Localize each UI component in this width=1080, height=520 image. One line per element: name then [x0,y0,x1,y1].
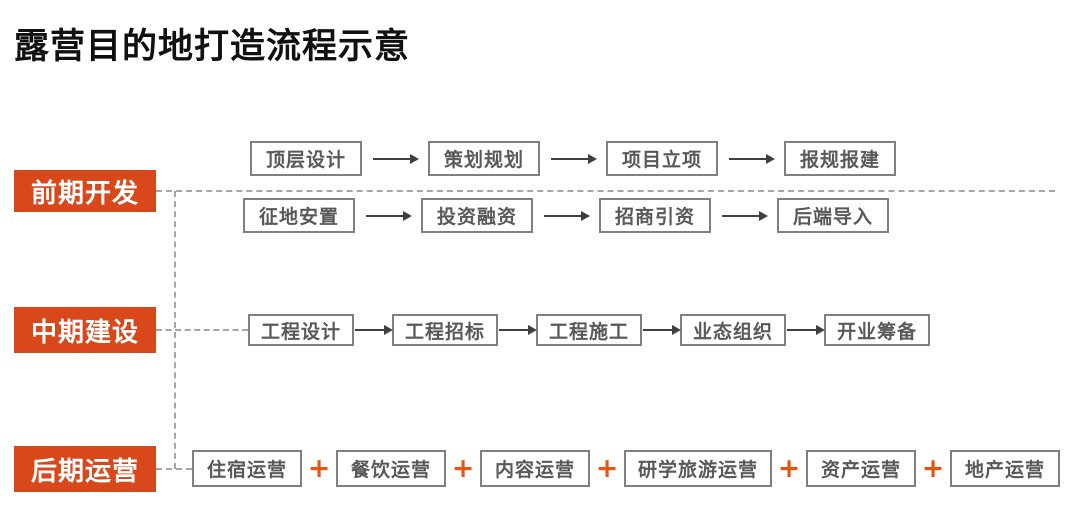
process-step-box: 餐饮运营 [336,450,446,487]
phase-label-late-operation: 后期运营 [14,446,156,492]
process-step-box: 地产运营 [950,450,1061,487]
process-step-box: 住宿运营 [192,450,302,487]
process-step-box: 项目立项 [606,141,719,176]
process-step-box: 内容运营 [480,450,590,487]
process-step-box: 资产运营 [806,450,917,487]
process-row-phase2: 工程设计 工程招标 工程施工 业态组织 开业筹备 [248,314,931,346]
plus-icon: + [777,453,801,484]
process-step-box: 研学旅游运营 [624,450,773,487]
process-step-box: 报规报建 [784,141,897,176]
process-step-box: 后端导入 [777,198,890,233]
arrow-right-icon [718,153,784,165]
dashed-connector-phase2-horizontal [156,329,248,331]
arrow-right-icon [711,210,777,222]
dashed-connector-phase1-horizontal [156,190,1055,192]
process-step-box: 招商引资 [599,198,712,233]
process-step-box: 开业筹备 [824,314,931,346]
process-row-phase1-top: 顶层设计 策划规划 项目立项 报规报建 [250,141,897,176]
plus-icon: + [451,453,475,484]
page-title: 露营目的地打造流程示意 [14,27,411,67]
process-step-box: 业态组织 [680,314,787,346]
arrow-right-icon [533,210,599,222]
process-step-box: 工程设计 [248,314,355,346]
plus-icon: + [307,453,331,484]
plus-icon: + [595,453,619,484]
dashed-connector-phase3-horizontal [156,468,192,470]
arrow-right-icon [355,210,421,222]
arrow-right-icon [362,153,428,165]
arrow-right-icon [642,324,682,336]
plus-icon: + [921,453,945,484]
arrow-right-icon [540,153,606,165]
arrow-right-icon [786,324,826,336]
process-row-phase3: 住宿运营+餐饮运营+内容运营+研学旅游运营+资产运营+地产运营 [192,450,1061,487]
process-step-box: 顶层设计 [250,141,363,176]
arrow-right-icon [354,324,394,336]
phase-label-early-development: 前期开发 [14,170,156,212]
process-row-phase1-bottom: 征地安置 投资融资 招商引资 后端导入 [243,198,890,233]
process-step-box: 征地安置 [243,198,356,233]
arrow-right-icon [498,324,538,336]
process-step-box: 工程施工 [536,314,643,346]
process-step-box: 投资融资 [421,198,534,233]
phase-label-mid-construction: 中期建设 [14,307,156,353]
process-step-box: 工程招标 [392,314,499,346]
process-step-box: 策划规划 [428,141,541,176]
